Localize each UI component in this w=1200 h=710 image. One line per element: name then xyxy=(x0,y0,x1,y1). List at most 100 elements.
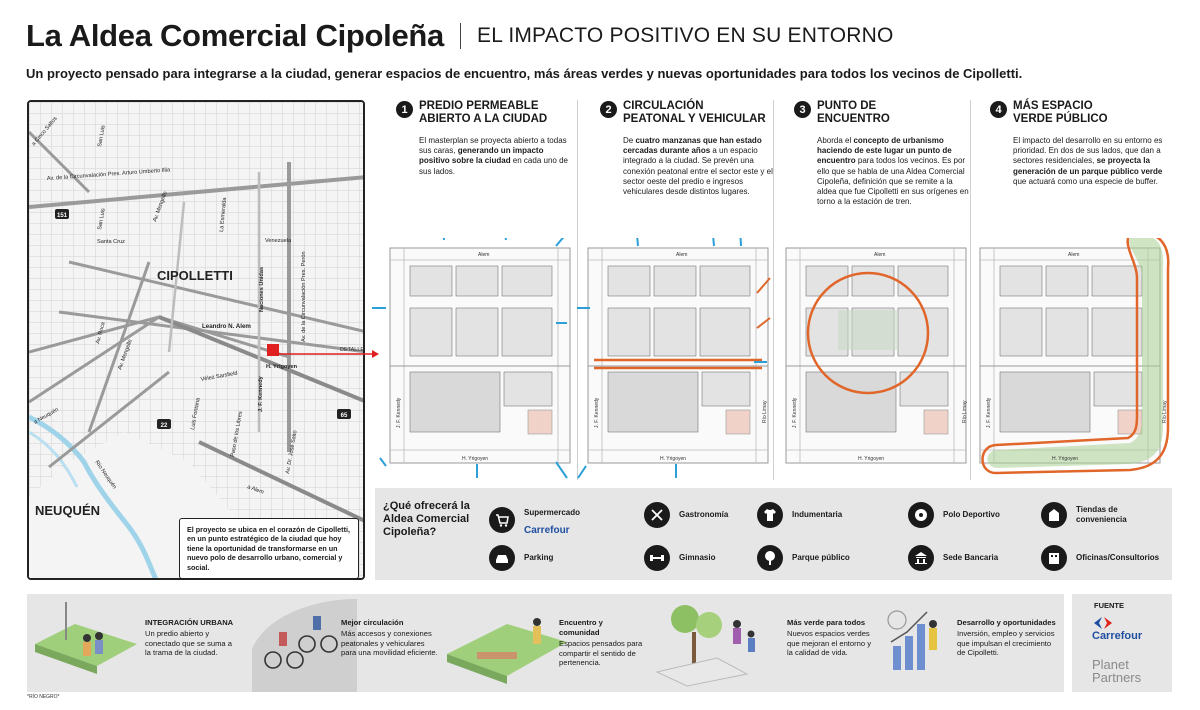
shirt-icon xyxy=(757,502,783,528)
plan-street-label: J. F. Kennedy xyxy=(594,397,600,428)
tree-icon xyxy=(757,545,783,571)
source-label: FUENTE xyxy=(1094,601,1124,610)
services-question: ¿Qué ofrecerá la Aldea Comercial Cipoleñ… xyxy=(383,500,470,538)
dumbbell-icon xyxy=(644,545,670,571)
svg-text:65: 65 xyxy=(341,413,348,419)
route-151-shield xyxy=(55,209,69,219)
svg-text:J. F. Kennedy: J. F. Kennedy xyxy=(258,375,264,412)
plan-street-label: H. Yrigoyen xyxy=(1052,456,1078,462)
svg-text:a Alem: a Alem xyxy=(246,484,264,496)
plan-street-label: Alem xyxy=(676,252,687,258)
map-city-label: CIPOLLETTI xyxy=(157,268,233,283)
svg-text:Venezuela: Venezuela xyxy=(265,238,292,244)
plan-street-label: J. F. Kennedy xyxy=(986,397,992,428)
project-marker xyxy=(267,344,279,356)
step-number: 1 xyxy=(396,101,413,118)
meeting-point-circle xyxy=(806,271,930,395)
svg-text:Leandro N. Alem: Leandro N. Alem xyxy=(202,323,251,330)
site-plan-2 xyxy=(587,247,769,464)
river-neuquen xyxy=(29,414,159,578)
route-22-shield xyxy=(157,419,171,429)
cart-icon xyxy=(489,507,515,533)
benefit-title: Encuentro y comunidad xyxy=(559,618,603,637)
green-illustration xyxy=(655,605,755,687)
plan-street-label: H. Yrigoyen xyxy=(858,456,884,462)
svg-text:151: 151 xyxy=(57,213,68,219)
plan-street-label: J. F. Kennedy xyxy=(792,397,798,428)
plan-street-label: Alem xyxy=(478,252,489,258)
map-neighbor-label: NEUQUÉN xyxy=(35,503,100,518)
step-divider xyxy=(970,100,971,480)
site-plan-4 xyxy=(979,238,1170,475)
plan-street-label: Río Limay xyxy=(1162,400,1168,423)
step-divider xyxy=(773,100,774,480)
svg-text:Av. de la Circunvalación Pres.: Av. de la Circunvalación Pres. Perón xyxy=(301,251,307,342)
carrefour-logo-icon xyxy=(1094,617,1112,629)
source-brand: Carrefour xyxy=(1092,630,1143,642)
benefit-text: Nuevos espacios verdes que mejoran el en… xyxy=(787,629,872,657)
service-gastronomia: Gastronomía xyxy=(644,502,728,528)
service-tiendas: Tiendas de conveniencia xyxy=(1041,502,1151,528)
benefit-title: INTEGRACIÓN URBANA xyxy=(145,618,234,627)
svg-text:22: 22 xyxy=(161,423,168,429)
svg-text:San Luis: San Luis xyxy=(97,125,107,148)
step-body: El impacto del desarrollo en su entorno … xyxy=(1013,136,1163,186)
title-divider xyxy=(459,23,461,49)
car-icon xyxy=(489,545,515,571)
page-subtitle: EL IMPACTO POSITIVO EN SU ENTORNO xyxy=(476,24,894,47)
service-parking: Parking xyxy=(489,545,553,571)
cutlery-icon xyxy=(644,502,670,528)
integration-illustration xyxy=(35,602,137,674)
detalle-label: DETALLE xyxy=(340,347,365,353)
header: La Aldea Comercial Cipoleña EL IMPACTO P… xyxy=(26,16,894,56)
lead-text: Un proyecto pensado para integrarse a la… xyxy=(26,66,1023,81)
service-banco: Sede Bancaria xyxy=(908,545,998,571)
map-note: El proyecto se ubica en el corazón de Ci… xyxy=(179,518,359,578)
green-buffer-outline xyxy=(981,238,1170,475)
benefit-illustrations xyxy=(35,599,937,692)
service-polo-deportivo: Polo Deportivo xyxy=(908,502,1000,528)
plan-street-label: J. F. Kennedy xyxy=(396,397,402,428)
benefit-text: Espacios pensados para compartir el sent… xyxy=(559,639,643,667)
detalle-arrow xyxy=(276,350,379,358)
page-title: La Aldea Comercial Cipoleña xyxy=(26,18,444,53)
service-gimnasio: Gimnasio xyxy=(644,545,715,571)
svg-text:H. Yrigoyen: H. Yrigoyen xyxy=(266,364,298,370)
svg-text:Santa Cruz: Santa Cruz xyxy=(97,239,125,245)
plan-street-label: H. Yrigoyen xyxy=(462,456,488,462)
step-number: 2 xyxy=(600,101,617,118)
benefit-text: Más accesos y conexiones peatonales y ve… xyxy=(341,629,438,657)
svg-text:Luis Fontana: Luis Fontana xyxy=(190,397,202,431)
store-icon xyxy=(1041,502,1067,528)
location-map: 151 22 65 CIPOLLETTI NEUQUÉN Av. de la C… xyxy=(27,100,365,580)
plan-street-label: Alem xyxy=(874,252,885,258)
route-65-shield xyxy=(337,409,351,419)
footnote: *RÍO NEGRO* xyxy=(27,694,60,700)
community-illustration xyxy=(447,618,567,684)
svg-text:La Esmeralda: La Esmeralda xyxy=(219,196,228,232)
svg-text:San Luis: San Luis xyxy=(97,208,107,231)
growth-illustration xyxy=(887,610,937,670)
bank-icon xyxy=(908,545,934,571)
step-number: 4 xyxy=(990,101,1007,118)
benefit-text: Inversión, empleo y servicios que impuls… xyxy=(957,629,1055,657)
map-drawing: 151 22 65 CIPOLLETTI NEUQUÉN Av. de la C… xyxy=(29,102,363,578)
svg-text:Naciones Unidas: Naciones Unidas xyxy=(259,267,265,312)
plan-street-label: Río Limay xyxy=(762,400,768,423)
plan-street-label: Río Limay xyxy=(962,400,968,423)
service-indumentaria: Indumentaria xyxy=(757,502,842,528)
site-plan-1 xyxy=(389,247,571,464)
ball-icon xyxy=(908,502,934,528)
traffic-arrows-2 xyxy=(756,277,771,329)
plan-street-label: H. Yrigoyen xyxy=(660,456,686,462)
step-body: El masterplan se proyecta abierto a toda… xyxy=(419,136,568,176)
benefit-title: Desarrollo y oportunidades xyxy=(957,618,1056,627)
avenue-circunvalacion xyxy=(29,175,363,209)
